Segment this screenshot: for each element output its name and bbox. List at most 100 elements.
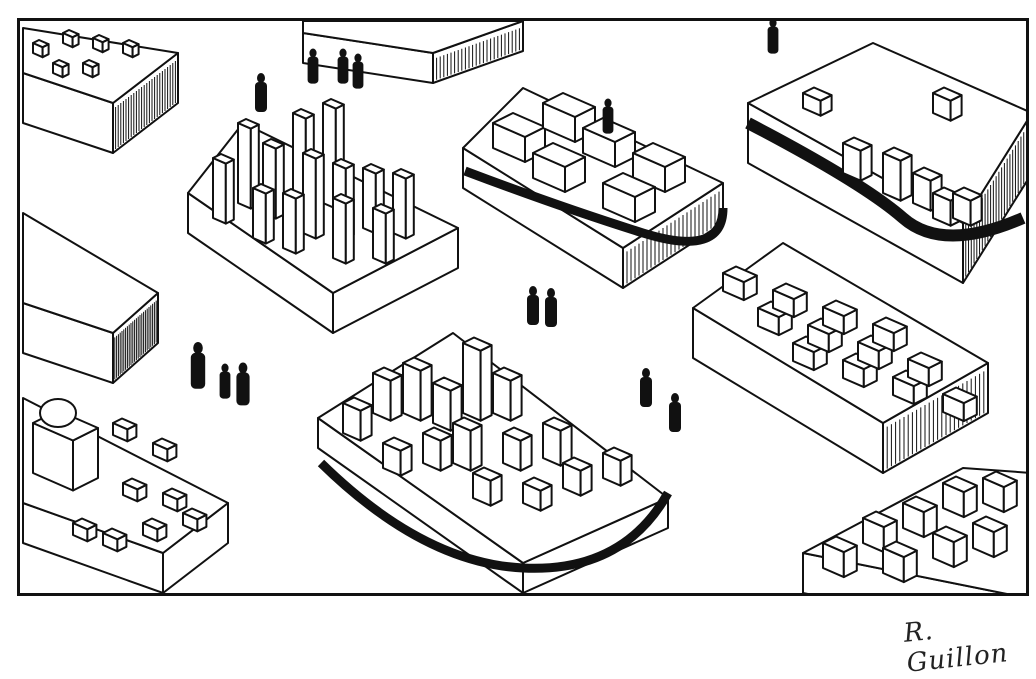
- person-body: [307, 56, 319, 84]
- dome: [39, 398, 77, 428]
- city-building: [562, 456, 593, 472]
- tower: [372, 207, 387, 265]
- tower: [264, 188, 275, 245]
- grid-building: [822, 299, 858, 318]
- tower: [404, 173, 415, 240]
- tower: [212, 157, 227, 225]
- city-building: [342, 396, 373, 412]
- courtyard-building: [602, 172, 656, 198]
- courtyard-building: [532, 142, 586, 168]
- building: [862, 510, 898, 529]
- person-head: [769, 21, 777, 28]
- city-building: [402, 362, 422, 422]
- small-building: [112, 417, 138, 431]
- grid-building: [907, 351, 943, 370]
- house: [882, 146, 913, 162]
- tower: [252, 183, 275, 195]
- small-building: [162, 487, 188, 501]
- city-building: [432, 376, 463, 392]
- building: [822, 535, 858, 554]
- tower: [332, 193, 355, 205]
- courtyard-building: [632, 142, 686, 168]
- house: [912, 166, 943, 182]
- city-building: [422, 426, 453, 442]
- city-building: [462, 342, 482, 422]
- city-building: [502, 426, 533, 442]
- tower: [372, 203, 395, 215]
- tower: [332, 158, 355, 170]
- house: [802, 86, 833, 102]
- house: [92, 34, 110, 44]
- river: [317, 459, 672, 573]
- tower: [392, 168, 415, 180]
- person-head: [257, 73, 265, 83]
- grid-building: [772, 282, 808, 301]
- house: [899, 154, 913, 202]
- city-building: [602, 446, 633, 462]
- house: [952, 186, 983, 202]
- person-head: [309, 48, 317, 58]
- block-top-center-top: [302, 21, 524, 54]
- house: [842, 136, 873, 152]
- tower: [237, 118, 260, 130]
- person-head: [547, 288, 555, 298]
- courtyard-building: [542, 92, 596, 118]
- city-building: [452, 416, 483, 432]
- house: [62, 29, 80, 39]
- river: [745, 117, 1026, 242]
- building: [942, 475, 978, 494]
- person-body: [255, 82, 267, 112]
- small-building: [122, 477, 148, 491]
- small-building: [102, 527, 128, 541]
- tower: [224, 158, 235, 225]
- tower: [302, 148, 325, 160]
- person-body: [602, 106, 614, 134]
- building: [882, 540, 918, 559]
- house: [52, 59, 70, 69]
- small-building: [182, 507, 208, 521]
- person-head: [339, 48, 347, 58]
- city-building: [382, 436, 413, 452]
- person-body: [669, 402, 681, 432]
- person-body: [527, 295, 539, 325]
- person-head: [529, 286, 537, 296]
- city-building: [479, 344, 493, 422]
- tower: [237, 122, 252, 210]
- illustration-frame: [17, 18, 1029, 596]
- tower: [392, 172, 407, 240]
- person-body: [640, 377, 652, 407]
- building: [982, 470, 1018, 489]
- person-head: [671, 393, 679, 403]
- building: [902, 495, 938, 514]
- city-building: [542, 416, 573, 432]
- person-head: [604, 98, 612, 108]
- tower: [384, 208, 395, 265]
- person-head: [642, 368, 650, 378]
- city-building: [509, 374, 523, 422]
- person-head: [221, 363, 229, 373]
- person-body: [219, 371, 231, 399]
- building: [932, 525, 968, 544]
- house: [32, 39, 50, 49]
- city-building: [372, 366, 403, 382]
- person-body: [767, 26, 779, 54]
- city-building: [389, 374, 403, 422]
- tower: [262, 138, 285, 150]
- city-blocks-drawing: [22, 21, 1026, 593]
- grid-building: [872, 316, 908, 335]
- tower: [344, 198, 355, 265]
- tower: [282, 188, 305, 200]
- city-building: [402, 356, 433, 372]
- city-building: [472, 466, 503, 482]
- tower: [212, 153, 235, 165]
- person-body: [236, 372, 250, 406]
- city-building: [492, 366, 523, 382]
- person-body: [545, 297, 557, 327]
- tower: [314, 153, 325, 240]
- house: [122, 39, 140, 49]
- small-building: [72, 517, 98, 531]
- house: [82, 59, 100, 69]
- tower: [362, 163, 385, 175]
- person-head: [354, 53, 362, 63]
- person-body: [352, 61, 364, 89]
